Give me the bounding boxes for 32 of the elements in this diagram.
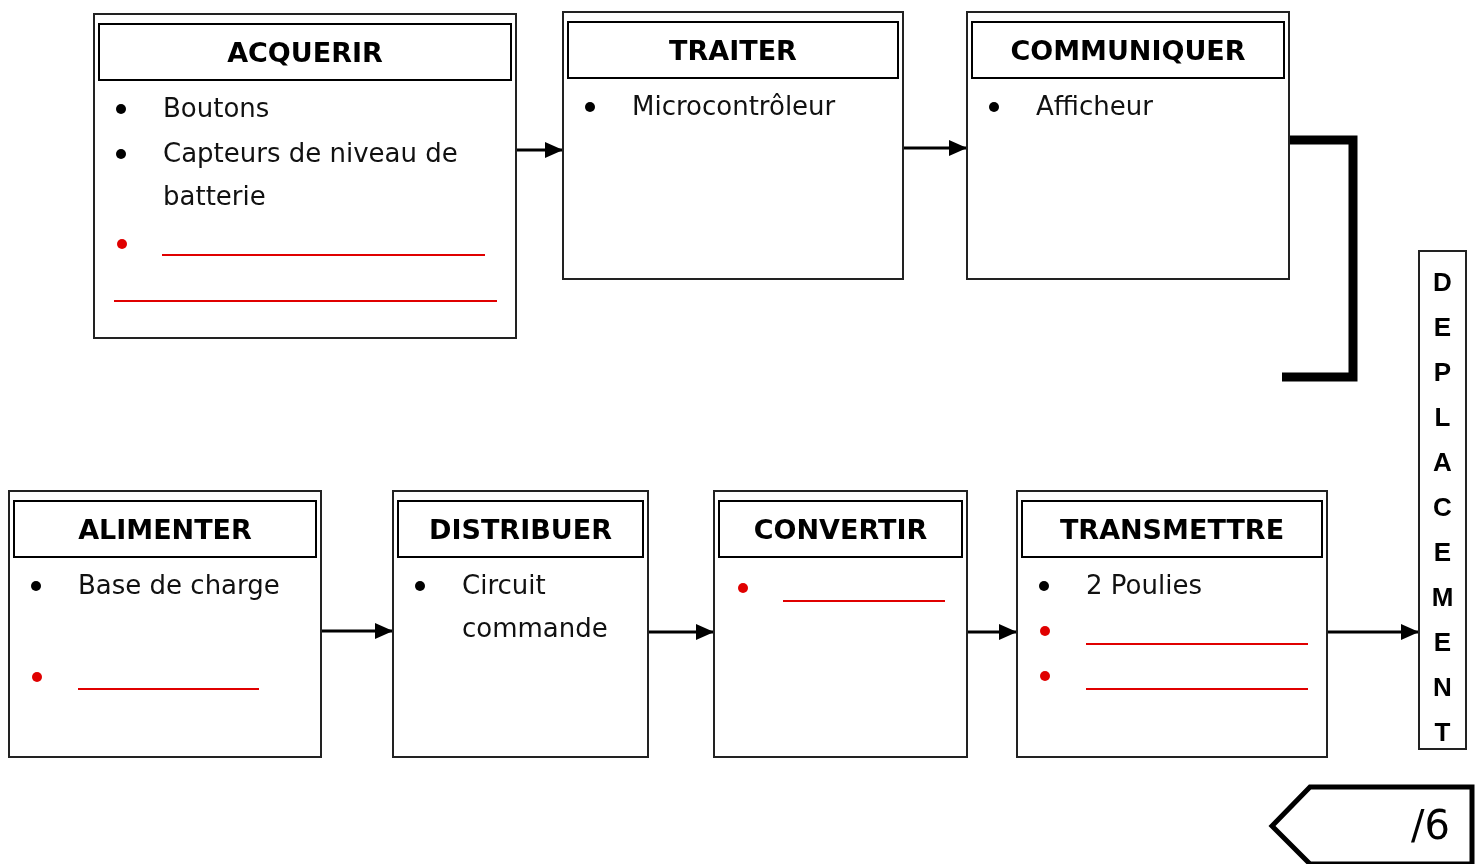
function-box xyxy=(392,490,649,758)
arrow xyxy=(1328,624,1419,640)
function-box xyxy=(562,11,904,280)
list-item: Boutons xyxy=(163,92,271,125)
list-item: Capteurs de niveau de batterie xyxy=(163,137,459,213)
function-heading: DISTRIBUER xyxy=(397,500,644,558)
arrow xyxy=(322,623,393,639)
function-heading: COMMUNIQUER xyxy=(971,21,1285,79)
list-item: Afficheur xyxy=(1036,90,1154,123)
list-item: 2 Poulies xyxy=(1086,569,1203,602)
function-box xyxy=(93,13,517,339)
list-item: Base de charge xyxy=(78,569,281,602)
arrow xyxy=(517,142,563,158)
function-heading: ALIMENTER xyxy=(13,500,317,558)
list-item: Microcontrôleur xyxy=(632,90,837,123)
list-item: Circuit commande xyxy=(462,569,609,645)
arrow xyxy=(649,624,714,640)
function-box xyxy=(1016,490,1328,758)
function-heading: TRANSMETTRE xyxy=(1021,500,1323,558)
function-heading: CONVERTIR xyxy=(718,500,963,558)
arrow xyxy=(968,624,1017,640)
score-text: /6 xyxy=(1411,802,1450,848)
score-tag xyxy=(1268,784,1476,864)
function-heading: TRAITER xyxy=(567,21,899,79)
function-box xyxy=(966,11,1290,280)
function-box xyxy=(713,490,968,758)
arrow xyxy=(904,140,967,156)
function-heading: ACQUERIR xyxy=(98,23,512,81)
function-box xyxy=(8,490,322,758)
connector-line xyxy=(1282,135,1358,382)
vertical-label: DEPLACEMENT xyxy=(1430,266,1455,749)
output-box xyxy=(1418,250,1467,750)
